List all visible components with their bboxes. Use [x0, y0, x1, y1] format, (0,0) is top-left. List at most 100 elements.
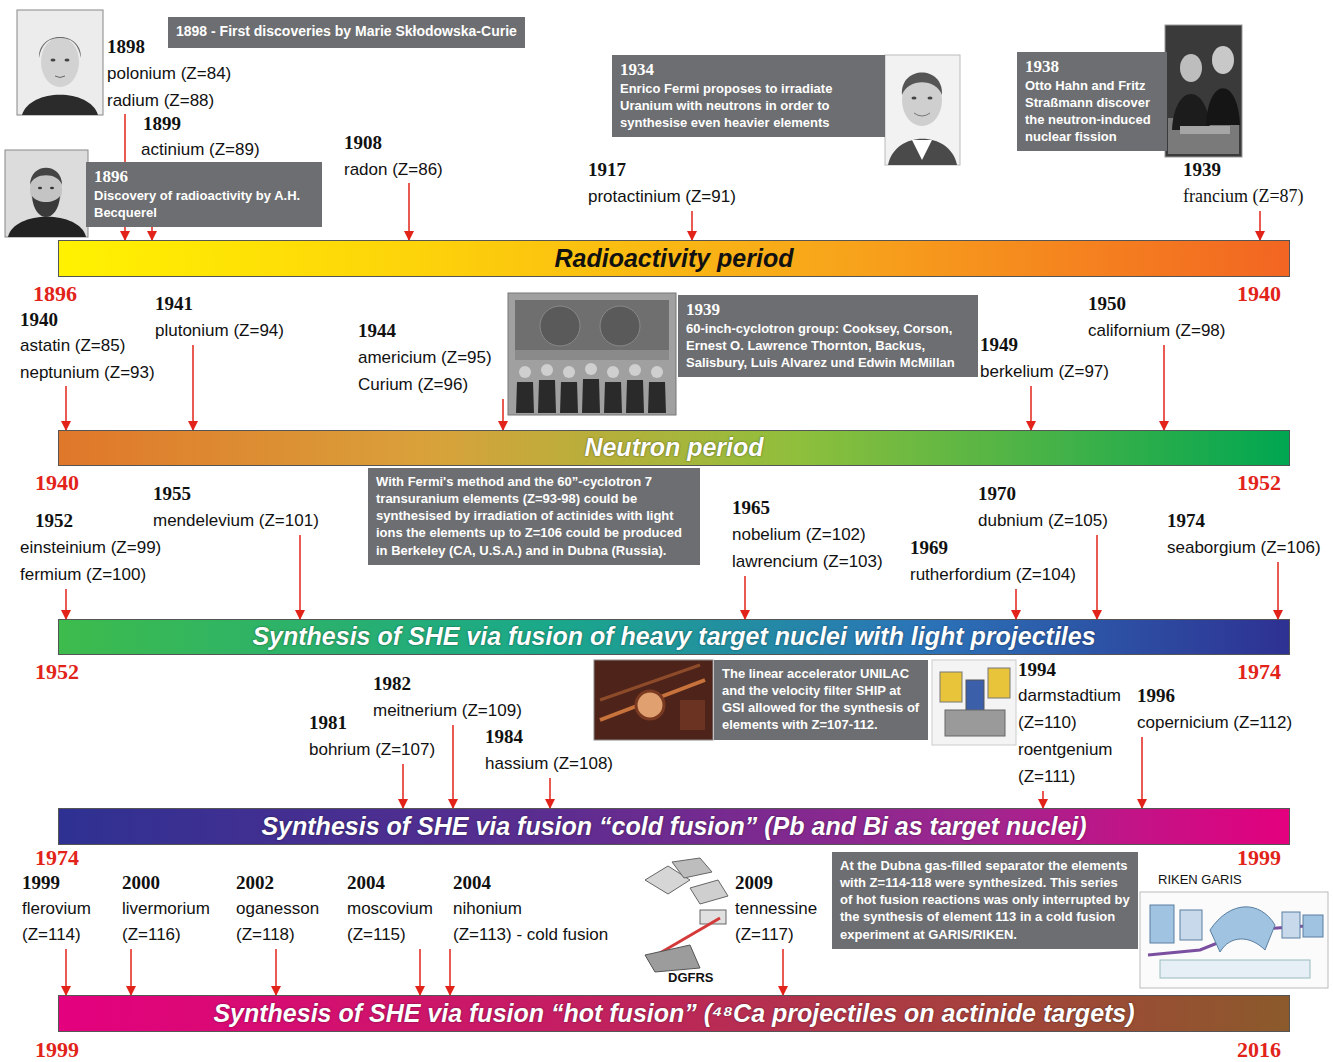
event-arrows — [1096, 535, 1098, 619]
event-arrows — [449, 949, 451, 995]
element-label: (Z=113) - cold fusion — [453, 926, 608, 945]
event-arrows — [1030, 386, 1032, 430]
curie-photo — [39, 37, 81, 58]
period-year: 2016 — [1237, 1038, 1281, 1062]
period-year: 1952 — [1237, 471, 1281, 495]
year-label: 1939 — [1183, 160, 1221, 181]
cyclotron-group-photo — [600, 306, 640, 346]
element-label: einsteinium (Z=99) — [20, 539, 161, 558]
becquerel-photo — [8, 217, 86, 237]
event-arrows — [1042, 791, 1044, 808]
riken-garis-schematic — [1303, 915, 1323, 937]
ship-photo — [932, 660, 1016, 745]
element-label: actinium (Z=89) — [141, 141, 260, 160]
element-label: berkelium (Z=97) — [980, 363, 1109, 382]
element-label: (Z=117) — [735, 926, 794, 945]
element-label: mendelevium (Z=101) — [153, 512, 319, 531]
fermi-photo — [888, 139, 957, 165]
year-label: 1996 — [1137, 686, 1175, 707]
info-box: 1934Enrico Fermi proposes to irradiate U… — [612, 55, 885, 137]
hahn-strassmann-photo — [1172, 94, 1210, 130]
period-title: Neutron period — [584, 434, 763, 462]
event-arrows — [408, 183, 410, 240]
curie-photo — [51, 59, 56, 62]
period-year: 1952 — [35, 660, 79, 684]
cyclotron-group-photo — [516, 382, 534, 413]
year-label: 2000 — [122, 873, 160, 894]
period-year: 1974 — [1237, 660, 1281, 684]
year-label: 2004 — [347, 873, 385, 894]
cyclotron-group-photo — [508, 293, 676, 415]
cyclotron-group-photo — [563, 366, 575, 378]
cyclotron-group-photo — [607, 366, 619, 378]
event-arrows — [65, 386, 67, 430]
riken-garis-schematic — [1160, 960, 1310, 978]
becquerel-photo — [38, 187, 42, 190]
info-box: 1938Otto Hahn and Fritz Straßmann discov… — [1017, 52, 1167, 151]
becquerel-photo — [50, 187, 54, 190]
period-year: 1896 — [33, 282, 77, 306]
year-label: 1940 — [20, 310, 58, 331]
element-label: astatin (Z=85) — [20, 337, 125, 356]
element-label: oganesson — [236, 900, 319, 919]
event-arrows — [502, 399, 504, 430]
element-label: lawrencium (Z=103) — [732, 553, 883, 572]
box-text: The linear accelerator UNILAC and the ve… — [722, 665, 920, 734]
period-year: 1999 — [1237, 846, 1281, 870]
element-label: plutonium (Z=94) — [155, 322, 284, 341]
figure-label: DGFRS — [668, 971, 714, 985]
ship-photo — [945, 710, 1005, 736]
riken-garis-schematic — [1140, 892, 1328, 988]
event-arrows — [65, 949, 67, 995]
box-text: Discovery of radioactivity by A.H. Becqu… — [94, 187, 314, 221]
element-label: flerovium — [22, 900, 91, 919]
event-arrows — [402, 764, 404, 808]
event-arrows — [1163, 345, 1165, 430]
year-label: 1999 — [22, 873, 60, 894]
cyclotron-group-photo — [516, 363, 666, 413]
element-label: moscovium — [347, 900, 433, 919]
element-label: darmstadtium — [1018, 687, 1121, 706]
figure-label: RIKEN GARIS — [1158, 873, 1242, 887]
element-label: (Z=118) — [236, 926, 295, 945]
hahn-strassmann-photo — [1165, 25, 1242, 157]
cyclotron-group-photo — [515, 300, 669, 350]
event-arrows — [549, 778, 551, 808]
cyclotron-group-photo — [560, 382, 578, 413]
box-text: 1898 - First discoveries by Marie Skłodo… — [176, 22, 517, 42]
cyclotron-group-photo — [626, 380, 644, 413]
unilac-photo — [680, 700, 705, 730]
element-label: protactinium (Z=91) — [588, 188, 736, 207]
box-text: At the Dubna gas-filled separator the el… — [840, 857, 1130, 943]
element-label: Curium (Z=96) — [358, 376, 468, 395]
fermi-photo — [885, 55, 960, 165]
curie-photo — [17, 10, 103, 115]
event-arrows — [192, 345, 194, 430]
period-year: 1999 — [35, 1038, 79, 1062]
hahn-strassmann-photo — [1206, 88, 1240, 125]
fermi-photo — [928, 97, 933, 100]
box-text: With Fermi's method and the 60”-cyclotro… — [376, 473, 692, 559]
element-label: tennessine — [735, 900, 817, 919]
year-label: 1981 — [309, 713, 347, 734]
element-label: (Z=116) — [122, 926, 181, 945]
event-arrows — [1259, 211, 1261, 240]
element-label: (Z=111) — [1018, 768, 1075, 787]
period-title: Synthesis of SHE via fusion “cold fusion… — [261, 813, 1086, 841]
info-box: 1896Discovery of radioactivity by A.H. B… — [86, 162, 322, 227]
cyclotron-group-photo — [648, 382, 666, 413]
element-label: polonium (Z=84) — [107, 65, 231, 84]
riken-garis-schematic — [1140, 892, 1328, 988]
element-label: livermorium — [122, 900, 210, 919]
year-label: 2009 — [735, 873, 773, 894]
riken-garis-schematic — [1180, 910, 1202, 940]
unilac-photo — [594, 660, 713, 740]
year-label: 1944 — [358, 321, 396, 342]
event-arrows — [130, 949, 132, 995]
info-box: With Fermi's method and the 60”-cyclotro… — [368, 468, 700, 565]
becquerel-photo — [5, 150, 88, 237]
curie-photo — [17, 10, 103, 115]
year-label: 1908 — [344, 133, 382, 154]
element-label: americium (Z=95) — [358, 349, 492, 368]
riken-garis-schematic — [1210, 907, 1275, 952]
